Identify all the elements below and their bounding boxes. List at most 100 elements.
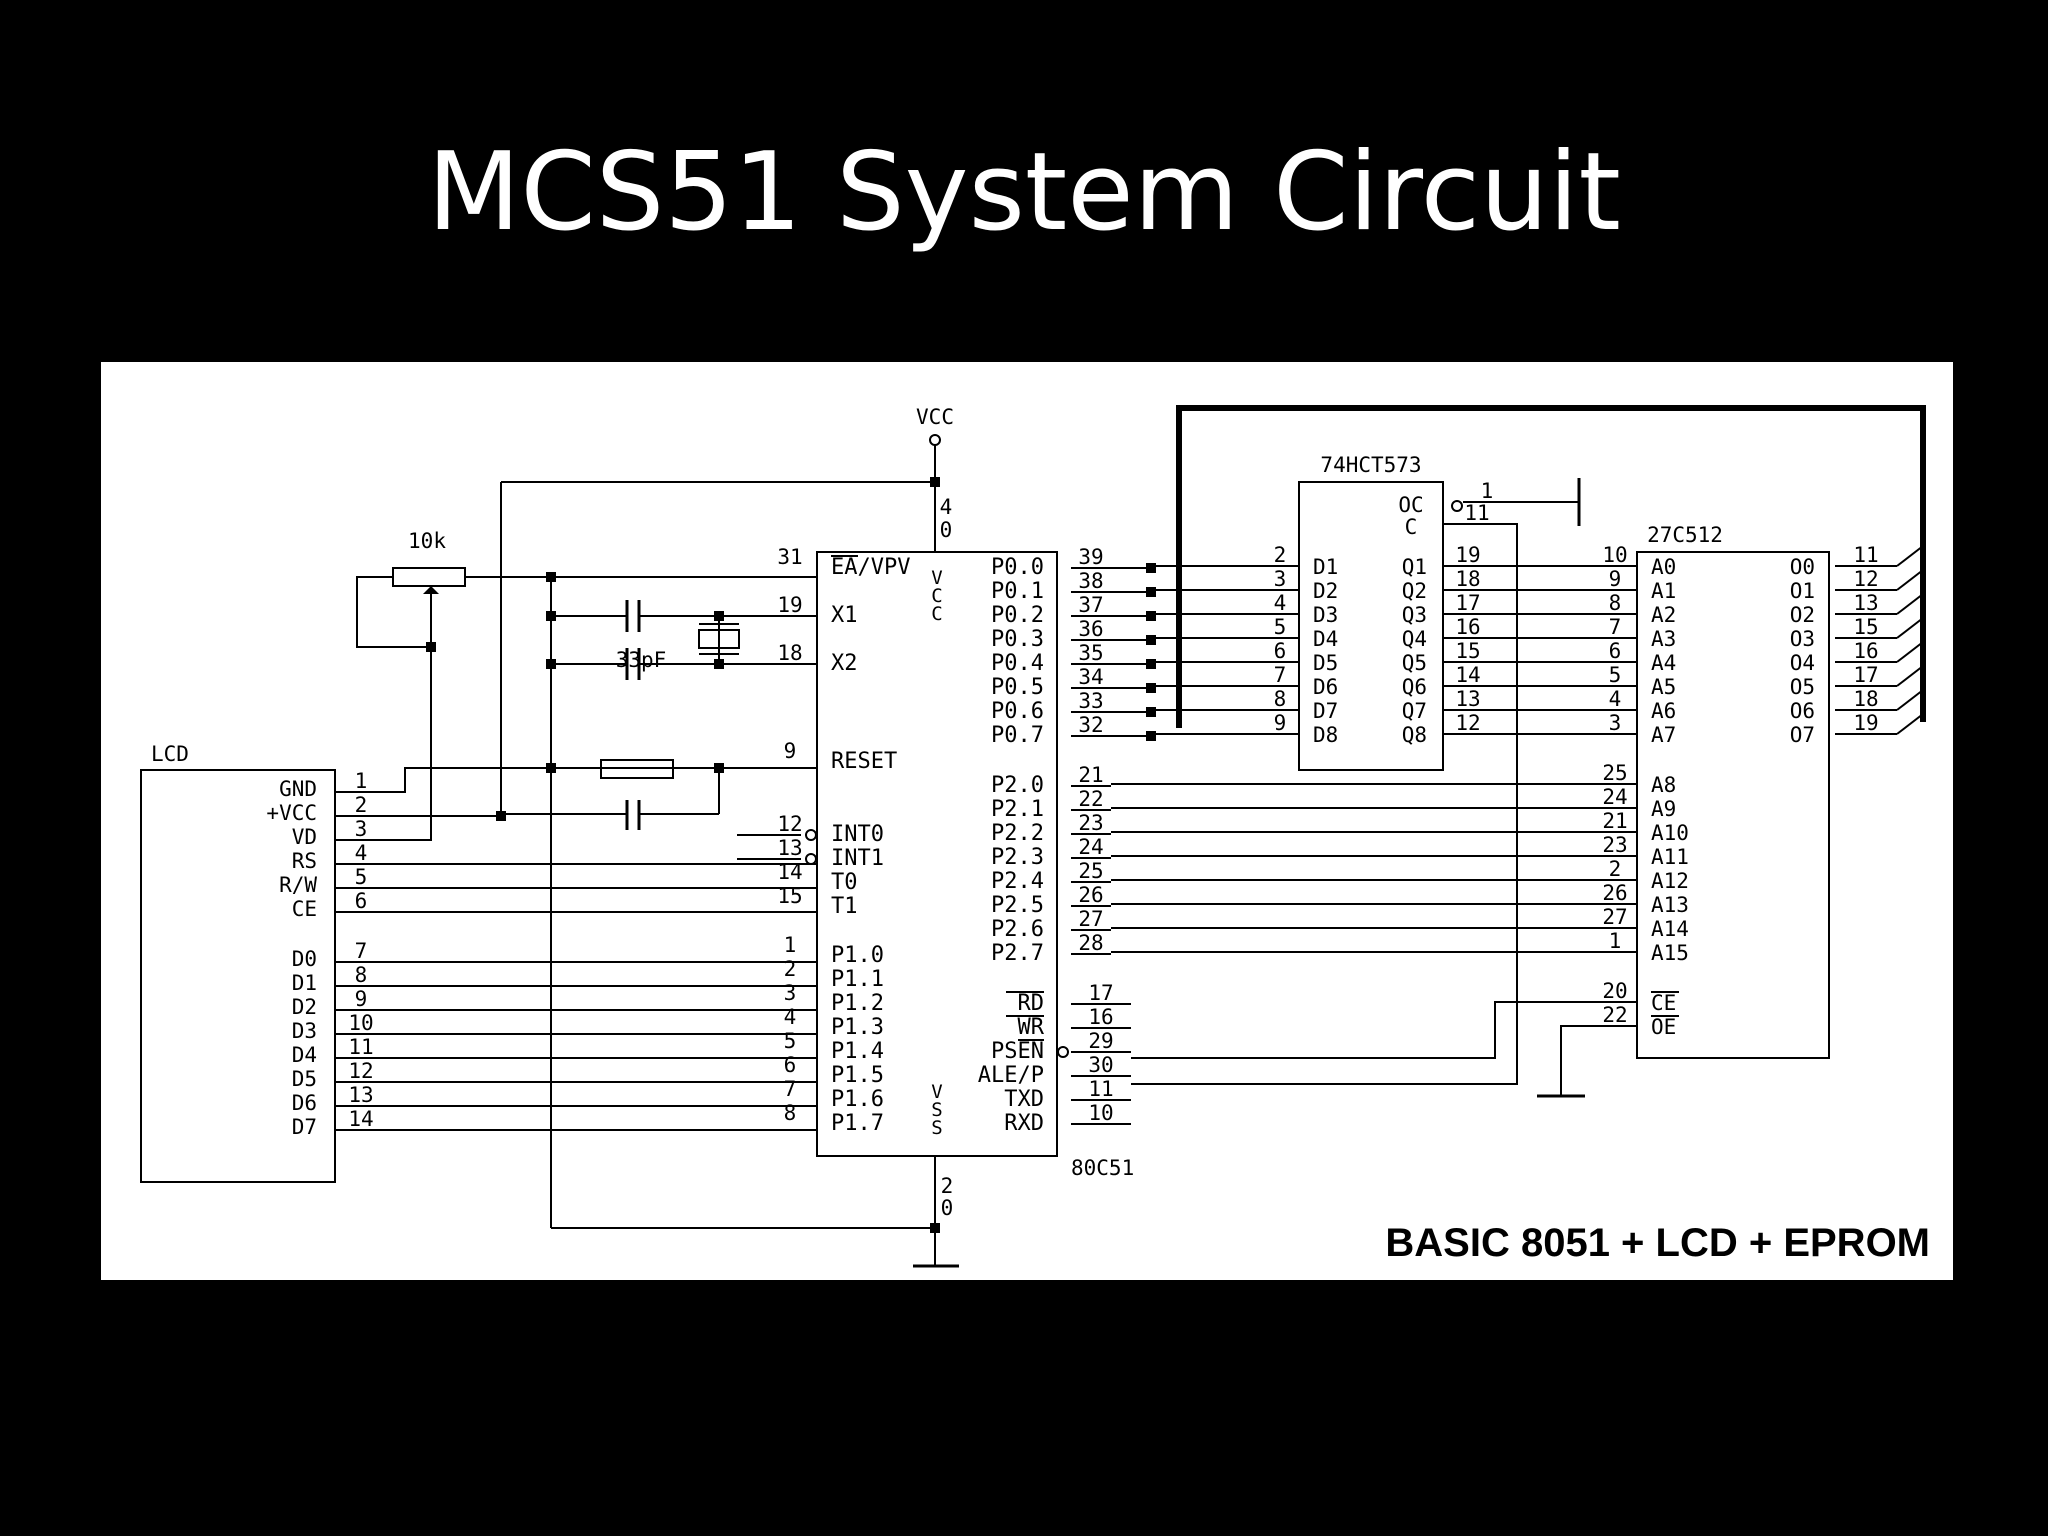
mcu-port0-label: P0.2 (991, 603, 1044, 628)
mcu-port0-label: P0.4 (991, 651, 1044, 676)
eprom-address-pin-number: 7 (1609, 615, 1622, 639)
mcu-port0-label: P0.1 (991, 579, 1044, 604)
eprom-output-label: O4 (1790, 651, 1815, 675)
mcu-port0-label: P0.0 (991, 555, 1044, 580)
latch-input-pin-number: 6 (1274, 639, 1287, 663)
eprom-address-label: A9 (1651, 797, 1676, 821)
eprom-output-label: O3 (1790, 627, 1815, 651)
mcu-pin-label: P1.6 (831, 1087, 884, 1112)
mcu-pin-label: P1.0 (831, 943, 884, 968)
mcu-vcc-text: C (931, 585, 942, 607)
pot-label: 10k (408, 529, 446, 553)
mcu-port2-label: P2.4 (991, 869, 1044, 894)
mcu-control-label: ALE/P (978, 1063, 1044, 1088)
mcu-pin-label: EA/VPV (831, 555, 910, 580)
inversion-bubble (805, 829, 817, 841)
junction-dot (496, 811, 506, 821)
data-bus (1176, 405, 1926, 728)
mcu-pin-label: P1.1 (831, 967, 884, 992)
latch-output-label: Q4 (1402, 627, 1427, 651)
eprom-address-label: A1 (1651, 579, 1676, 603)
mcu-pin-label: P1.3 (831, 1015, 884, 1040)
junction-dot (1146, 731, 1156, 741)
eprom-address-label: A5 (1651, 675, 1676, 699)
lcd-pin-label: D4 (292, 1043, 317, 1067)
mcu-control-pin-number: 11 (1088, 1077, 1113, 1101)
capacitor-label: 33pF (616, 648, 667, 672)
mcu-port0-label: P0.3 (991, 627, 1044, 652)
eprom-output-label: O5 (1790, 675, 1815, 699)
eprom-address-label: A4 (1651, 651, 1676, 675)
mcu-vcc-pin-number: 4 (940, 495, 953, 519)
slide-title: MCS51 System Circuit (427, 130, 1621, 255)
mcu-pin-label: P1.5 (831, 1063, 884, 1088)
mcu-pin-number: 18 (777, 641, 802, 665)
oe-wire (1560, 1025, 1593, 1096)
eprom-address-pin-number: 8 (1609, 591, 1622, 615)
potentiometer-body (392, 567, 466, 587)
junction-dot (1146, 683, 1156, 693)
eprom-output-pin-number: 18 (1853, 687, 1878, 711)
latch-output-pin-number: 17 (1455, 591, 1480, 615)
lcd-pin-number: 6 (355, 889, 368, 913)
lcd-pin-label: VD (292, 825, 317, 849)
mcu-pin-number: 12 (777, 812, 802, 836)
lcd-pin-number: 13 (348, 1083, 373, 1107)
lcd-pin-number: 10 (348, 1011, 373, 1035)
junction-dot (546, 659, 556, 669)
mcu-port0-pin-number: 34 (1078, 665, 1103, 689)
lcd-label: LCD (151, 742, 189, 766)
junction-dot (1146, 659, 1156, 669)
latch-input-label: D7 (1313, 699, 1338, 723)
mcu-pin-label: INT1 (831, 846, 884, 871)
eprom-address-label: A0 (1651, 555, 1676, 579)
latch-body (1298, 481, 1444, 771)
eprom-address-label: A15 (1651, 941, 1689, 965)
mcu-pin-number: 8 (784, 1101, 797, 1125)
latch-output-pin-number: 14 (1455, 663, 1480, 687)
eprom-address-pin-number: 21 (1602, 809, 1627, 833)
latch-output-pin-number: 16 (1455, 615, 1480, 639)
mcu-pin-number: 19 (777, 593, 802, 617)
eprom-address-pin-number: 2 (1609, 857, 1622, 881)
lcd-pin-number: 8 (355, 963, 368, 987)
junction-dot (546, 611, 556, 621)
eprom-address-pin-number: 10 (1602, 543, 1627, 567)
lcd-pin-number: 3 (355, 817, 368, 841)
eprom-output-pin-number: 11 (1853, 543, 1878, 567)
eprom-output-label: O0 (1790, 555, 1815, 579)
eprom-output-label: O2 (1790, 603, 1815, 627)
latch-input-pin-number: 7 (1274, 663, 1287, 687)
inversion-bubble (805, 853, 817, 865)
latch-c-label: C (1405, 515, 1418, 539)
crystal-body (698, 629, 740, 649)
mcu-port2-pin-number: 28 (1078, 931, 1103, 955)
mcu-pin-number: 6 (784, 1053, 797, 1077)
mcu-pin-number: 13 (777, 836, 802, 860)
mcu-control-label: WR (1018, 1015, 1045, 1040)
latch-c-pin-number: 11 (1464, 501, 1489, 525)
bus-entry (1896, 641, 1924, 663)
mcu-vcc-pin-number: 0 (940, 518, 953, 542)
lcd-pin-label: D6 (292, 1091, 317, 1115)
mcu-port0-label: P0.7 (991, 723, 1044, 748)
mcu-pin-label: P1.4 (831, 1039, 884, 1064)
eprom-control-label: OE (1651, 1015, 1676, 1039)
bus-entry (1896, 569, 1924, 591)
latch-output-pin-number: 13 (1455, 687, 1480, 711)
mcu-port2-pin-number: 23 (1078, 811, 1103, 835)
latch-input-pin-number: 8 (1274, 687, 1287, 711)
mcu-pin-label: X2 (831, 651, 858, 676)
lcd-pin-number: 2 (355, 793, 368, 817)
latch-output-pin-number: 18 (1455, 567, 1480, 591)
lcd-pin-label: R/W (279, 873, 317, 897)
mcu-pin-label: INT0 (831, 822, 884, 847)
lcd-pin-label: D3 (292, 1019, 317, 1043)
latch-output-label: Q7 (1402, 699, 1427, 723)
mcu-port2-label: P2.1 (991, 797, 1044, 822)
latch-input-pin-number: 2 (1274, 543, 1287, 567)
eprom-body (1636, 551, 1830, 1059)
mcu-vcc-text: C (931, 603, 942, 625)
pot-wiper-arrow (423, 586, 439, 594)
